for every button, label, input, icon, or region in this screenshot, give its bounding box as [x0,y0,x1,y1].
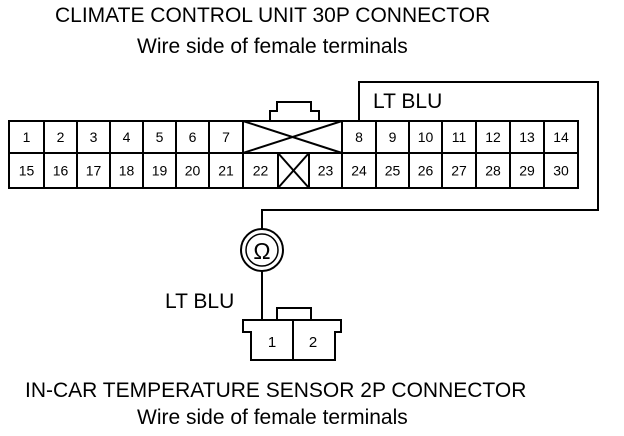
terminal-2: 2 [57,129,65,145]
terminal-12: 12 [485,129,501,145]
terminal-30: 30 [553,163,569,179]
terminal-20: 20 [185,163,201,179]
terminal-5: 5 [156,129,164,145]
terminal-3: 3 [90,129,98,145]
terminal-17: 17 [86,163,102,179]
terminal-4: 4 [123,129,131,145]
terminal-19: 19 [152,163,168,179]
terminal-13: 13 [519,129,535,145]
wiring [261,81,599,320]
bottom-wire-label: LT BLU [165,290,235,313]
ohmmeter-icon: Ω [240,228,284,272]
terminal-9: 9 [389,129,397,145]
wire-from-terminal-8 [261,81,599,229]
terminal-29: 29 [519,163,535,179]
bottom-connector-title: IN-CAR TEMPERATURE SENSOR 2P CONNECTOR [25,379,527,402]
terminal-11: 11 [452,129,467,145]
terminal-21: 21 [218,163,234,179]
connector-2p [242,307,342,361]
terminal-10: 10 [418,129,434,145]
terminal-22: 22 [253,163,269,179]
terminal-18: 18 [119,163,135,179]
terminal-1: 1 [23,129,31,145]
bottom-connector-subtitle: Wire side of female terminals [137,406,408,429]
terminal-26: 26 [418,163,434,179]
terminal-28: 28 [485,163,501,179]
terminal-8: 8 [355,129,363,145]
connector-30p [8,101,579,189]
terminal-23: 23 [318,163,334,179]
row2-terminals: 15 16 17 18 19 20 21 22 23 24 25 26 27 28 29 30 [19,153,569,188]
top-connector-subtitle: Wire side of female terminals [137,35,408,58]
terminal-7: 7 [222,129,230,145]
sensor-terminal-2: 2 [309,334,317,351]
terminal-14: 14 [553,129,569,145]
terminal-27: 27 [451,163,467,179]
ohm-symbol: Ω [253,238,270,264]
terminal-6: 6 [189,129,197,145]
terminal-24: 24 [351,163,367,179]
top-connector-title: CLIMATE CONTROL UNIT 30P CONNECTOR [55,4,491,27]
top-wire-label: LT BLU [373,90,443,113]
sensor-terminal-1: 1 [268,334,276,351]
terminal-25: 25 [385,163,401,179]
terminal-16: 16 [53,163,69,179]
terminal-15: 15 [19,163,35,179]
